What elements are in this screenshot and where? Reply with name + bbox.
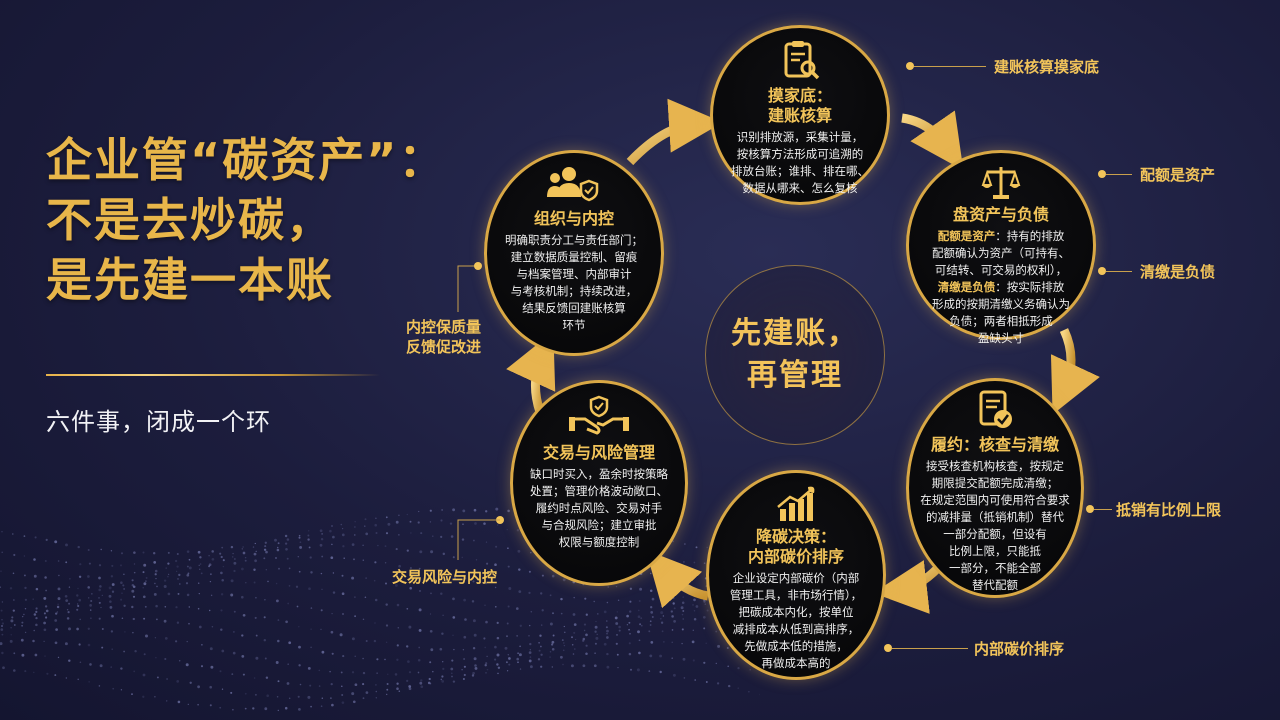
center-circle: 先建账， 再管理 [705, 265, 885, 445]
callout-dot [906, 62, 914, 70]
callout-dot [1098, 267, 1106, 275]
callout-dot [474, 262, 482, 270]
step-compliance-circle: 履约：核查与清缴 接受核查机构核查，按规定期限提交配额完成清缴；在规定范围内可使… [906, 378, 1084, 598]
step-title: 内部碳价排序 [747, 547, 844, 566]
scales-icon [981, 163, 1021, 205]
step-body: 缺口时买入，盈余时按策略处置；管理价格波动敞口、履约时点风险、交易对手与合规风险… [530, 467, 668, 549]
step-title: 盘资产与负债 [952, 205, 1049, 224]
callout-bookkeeping: 建账核算摸家底 [994, 58, 1100, 76]
callout-line [1106, 271, 1132, 272]
step-body: 配额是资产：持有的排放 配额确认为资产（可持有、 可结转、可交易的权利）， 清缴… [932, 229, 1070, 345]
callout-line [892, 648, 968, 649]
main-title: 企业管“碳资产”： 不是去炒碳， 是先建一本账 [46, 130, 446, 310]
callout-line [1106, 174, 1132, 175]
title-divider [46, 374, 380, 376]
center-line-2: 再管理 [747, 358, 843, 393]
step-title: 履约：核查与清缴 [930, 435, 1059, 454]
arrow-left-top-to-top [626, 98, 723, 166]
callout-dot [884, 644, 892, 652]
step-body: 识别排放源，采集计量，按核算方法形成可追溯的排放台账；谁排、排在哪、数据从哪来、… [731, 130, 869, 195]
step-title: 交易与风险管理 [542, 443, 655, 462]
title-line-1: 企业管“碳资产”： [46, 133, 447, 187]
step-title: 摸家底： [767, 86, 832, 105]
handshake-shield-icon [569, 395, 629, 443]
title-line-3: 是先建一本账 [46, 253, 334, 307]
callout-offset-limit: 抵销有比例上限 [1116, 501, 1222, 519]
arrow-top-to-right [901, 110, 964, 171]
callout-line [914, 66, 986, 67]
step-body: 企业设定内部碳价（内部管理工具，非市场行情），把碳成本内化，按单位减排成本从低到… [729, 571, 863, 670]
step-carbon-price-circle: 降碳决策： 内部碳价排序 企业设定内部碳价（内部管理工具，非市场行情），把碳成本… [706, 470, 886, 680]
step-organization-control-circle: 组织与内控 明确职责分工与责任部门；建立数据质量控制、留痕与档案管理、内部审计与… [484, 150, 664, 356]
step-body: 明确职责分工与责任部门；建立数据质量控制、留痕与档案管理、内部审计与考核机制；持… [505, 233, 643, 332]
step-title: 组织与内控 [533, 209, 614, 228]
callout-line [1094, 509, 1112, 510]
arrow-bottom-to-left-bottom [645, 550, 709, 609]
arrow-right-bottom-to-bottom [873, 560, 942, 614]
callout-dot [1086, 505, 1094, 513]
title-line-2: 不是去炒碳， [46, 193, 334, 247]
subtitle: 六件事，闭成一个环 [46, 408, 271, 436]
callout-dot [1098, 170, 1106, 178]
callout-asset: 配额是资产 [1140, 166, 1216, 184]
callout-trade-risk: 交易风险与内控 [392, 568, 498, 586]
callout-carbon-price: 内部碳价排序 [974, 640, 1065, 658]
document-check-icon [975, 389, 1015, 435]
step-title: 建账核算 [767, 106, 832, 125]
callout-liability: 清缴是负债 [1140, 263, 1216, 281]
bar-chart-leaf-icon [774, 485, 818, 527]
step-bookkeeping-circle: 摸家底： 建账核算 识别排放源，采集计量，按核算方法形成可追溯的排放台账；谁排、… [710, 25, 890, 205]
center-line-1: 先建账， [731, 316, 859, 351]
team-shield-icon [545, 165, 603, 209]
step-title: 降碳决策： [755, 527, 836, 546]
arrow-right-top-to-right-bottom [1050, 328, 1100, 415]
step-body: 接受核查机构核查，按规定期限提交配额完成清缴；在规定范围内可使用符合要求的减排量… [920, 459, 1070, 592]
step-assets-liabilities-circle: 盘资产与负债 配额是资产：持有的排放 配额确认为资产（可持有、 可结转、可交易的… [906, 150, 1096, 345]
callout-control-line2: 反馈促改进 [406, 338, 482, 356]
callout-control-line1: 内控保质量 [406, 318, 482, 336]
clipboard-search-icon [778, 38, 822, 86]
step-trading-risk-circle: 交易与风险管理 缺口时买入，盈余时按策略处置；管理价格波动敞口、履约时点风险、交… [510, 380, 688, 586]
